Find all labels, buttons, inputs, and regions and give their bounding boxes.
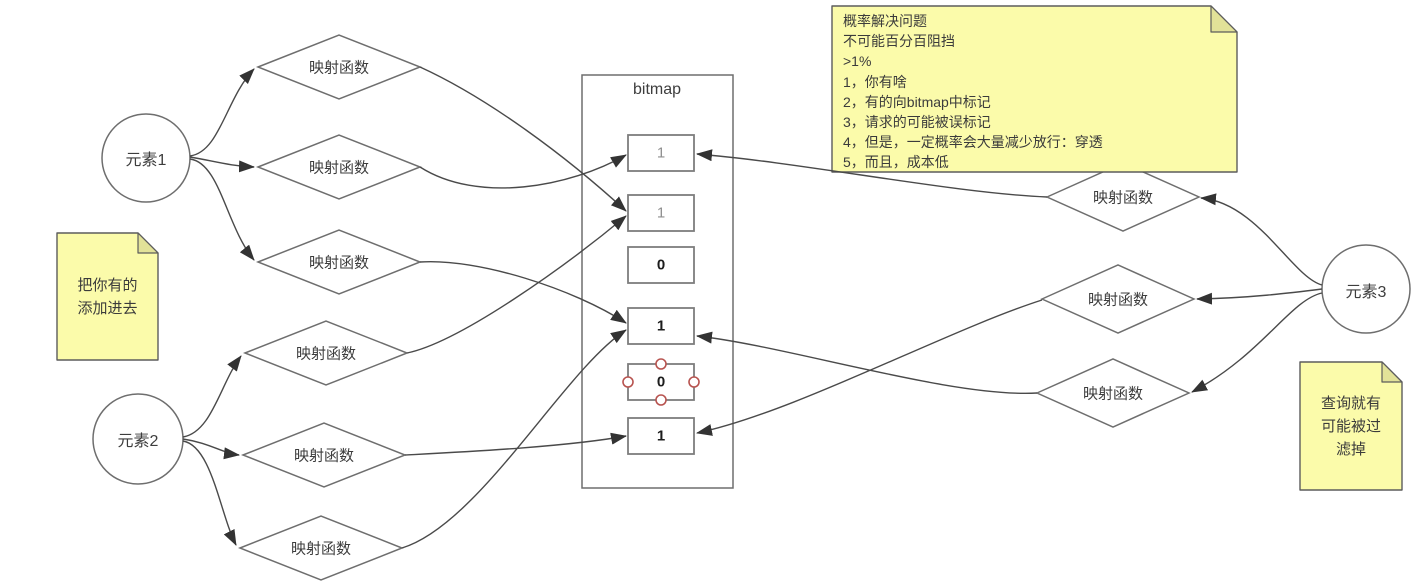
bit-box-1[interactable] — [627, 134, 695, 172]
hash-label-left-5: 映射函数 — [293, 447, 355, 465]
bit-value-6: 1 — [656, 427, 666, 445]
hash-diamond-right-3[interactable] — [1035, 358, 1191, 428]
element1-label: 元素1 — [125, 152, 167, 169]
bit-box-6[interactable] — [627, 417, 695, 455]
note-left-fold-corner — [137, 232, 159, 254]
hash-label-left-1: 映射函数 — [308, 59, 370, 77]
element2-label: 元素2 — [117, 433, 159, 450]
hash-label-left-6: 映射函数 — [290, 540, 352, 558]
note-left[interactable] — [56, 232, 159, 361]
bit-box-2[interactable] — [627, 194, 695, 232]
bit-box-3[interactable] — [627, 246, 695, 284]
bit-value-1: 1 — [656, 144, 666, 162]
bit-value-3: 0 — [656, 256, 666, 274]
hash-label-right-1: 映射函数 — [1092, 189, 1154, 207]
bit-value-5: 0 — [656, 373, 666, 391]
bit-value-4: 1 — [656, 317, 666, 335]
note-left-text: 把你有的 添加进去 — [77, 276, 138, 317]
note-top-right-fold-corner — [1210, 5, 1238, 33]
bit-value-2: 1 — [656, 204, 666, 222]
bit-box-4[interactable] — [627, 307, 695, 345]
hash-label-left-2: 映射函数 — [308, 159, 370, 177]
hash-label-left-4: 映射函数 — [295, 345, 357, 363]
note-bottom-right-text: 查询就有 可能被过 滤掉 — [1320, 394, 1381, 458]
hash-label-right-3: 映射函数 — [1082, 385, 1144, 403]
element3-label: 元素3 — [1345, 284, 1387, 301]
bitmap-title: bitmap — [632, 81, 682, 98]
note-bottom-right[interactable] — [1299, 361, 1403, 491]
hash-label-left-3: 映射函数 — [308, 254, 370, 272]
hash-diamond-right-1[interactable] — [1045, 162, 1201, 232]
note-bottom-right-fold-corner — [1381, 361, 1403, 383]
note-top-right-text: 概率解决问题 不可能百分百阻挡 >1% 1，你有啥 2，有的向bitmap中标记… — [843, 13, 1103, 171]
hash-label-right-2: 映射函数 — [1087, 291, 1149, 309]
note-top-right[interactable] — [831, 5, 1238, 173]
